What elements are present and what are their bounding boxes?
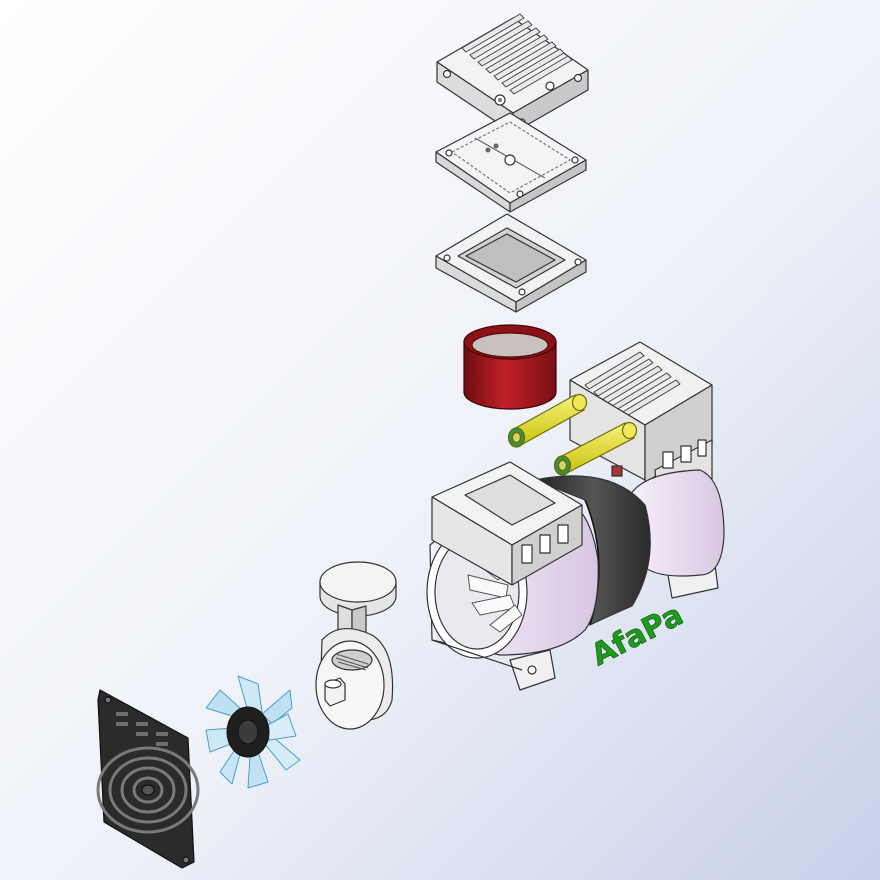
cooling-fan[interactable]	[205, 675, 301, 789]
valve-plate[interactable]	[435, 112, 587, 213]
cylinder-sleeve[interactable]	[463, 324, 557, 410]
connecting-rod-piston[interactable]	[315, 561, 397, 730]
motor-housing[interactable]	[426, 341, 725, 691]
fan-guard-grille[interactable]	[96, 689, 200, 869]
cylinder-frame[interactable]	[435, 213, 587, 313]
cylinder-head-cover[interactable]	[436, 13, 589, 134]
transfer-tubes[interactable]	[507, 393, 638, 476]
